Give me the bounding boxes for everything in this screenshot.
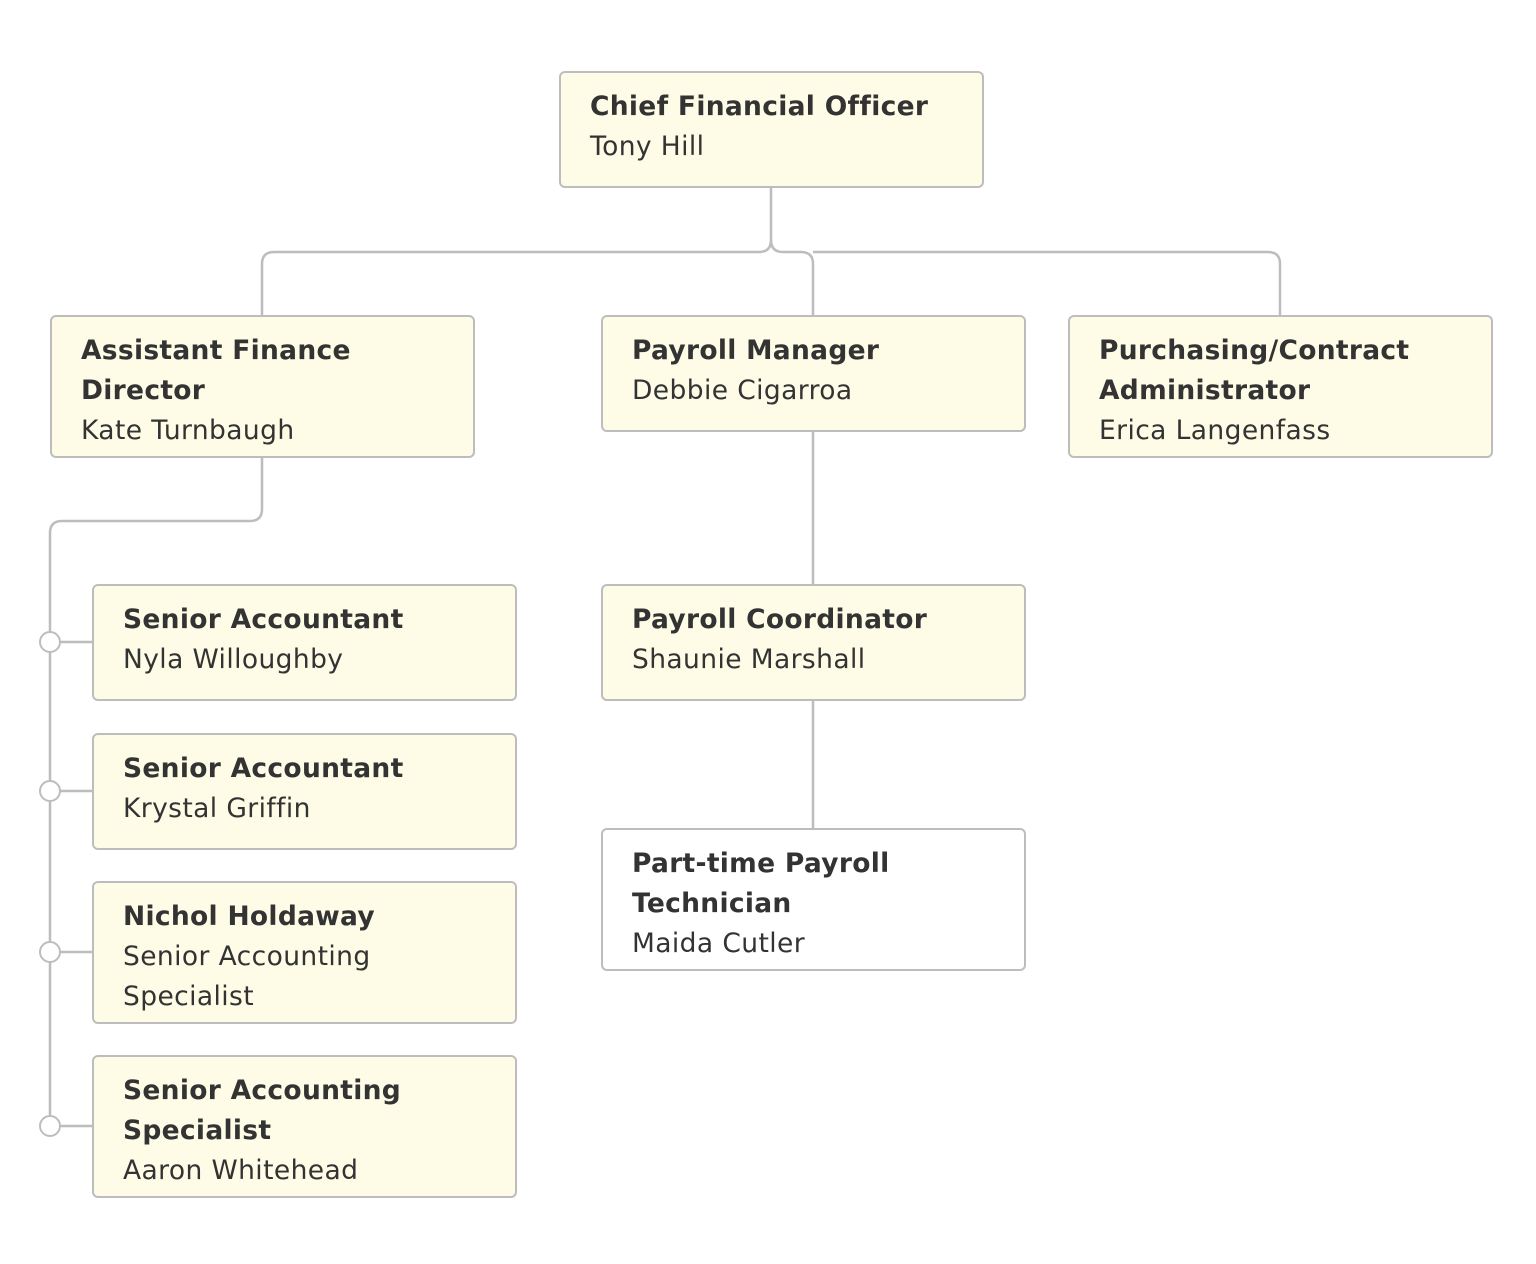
- connector-dot-nh: [39, 941, 61, 963]
- node-chief-financial-officer[interactable]: Chief Financial Officer Tony Hill: [559, 71, 984, 188]
- node-payroll-coordinator[interactable]: Payroll Coordinator Shaunie Marshall: [601, 584, 1026, 701]
- node-senior-accountant-1[interactable]: Senior Accountant Nyla Willoughby: [92, 584, 517, 701]
- connector-bus-to-purchasing: [813, 250, 1282, 315]
- node-title: Assistant Finance Director: [81, 335, 351, 406]
- connector-afd-to-reports: [48, 458, 264, 1126]
- node-payroll-manager[interactable]: Payroll Manager Debbie Cigarroa: [601, 315, 1026, 432]
- node-title: Nichol Holdaway: [123, 901, 375, 932]
- node-person: Shaunie Marshall: [632, 644, 866, 675]
- node-title: Payroll Manager: [632, 335, 880, 366]
- node-assistant-finance-director[interactable]: Assistant Finance Director Kate Turnbaug…: [50, 315, 475, 458]
- node-title: Senior Accountant: [123, 604, 404, 635]
- node-senior-accountant-2[interactable]: Senior Accountant Krystal Griffin: [92, 733, 517, 850]
- node-person: Nyla Willoughby: [123, 644, 344, 675]
- node-senior-accounting-specialist[interactable]: Senior Accounting Specialist Aaron White…: [92, 1055, 517, 1198]
- node-person: Kate Turnbaugh: [81, 415, 295, 446]
- node-title: Senior Accounting Specialist: [123, 1075, 402, 1146]
- node-person: Debbie Cigarroa: [632, 375, 853, 406]
- connector-dot-sa2: [39, 780, 61, 802]
- node-purchasing-contract-administrator[interactable]: Purchasing/Contract Administrator Erica …: [1068, 315, 1493, 458]
- node-title: Senior Accountant: [123, 753, 404, 784]
- node-person: Krystal Griffin: [123, 793, 311, 824]
- connector-dot-sa1: [39, 631, 61, 653]
- node-title: Part-time Payroll Technician: [632, 848, 890, 919]
- node-person: Erica Langenfass: [1099, 415, 1331, 446]
- connector-dot-sas: [39, 1115, 61, 1137]
- node-person: Aaron Whitehead: [123, 1155, 359, 1186]
- node-title: Payroll Coordinator: [632, 604, 928, 635]
- node-person: Maida Cutler: [632, 928, 805, 959]
- node-part-time-payroll-technician[interactable]: Part-time Payroll Technician Maida Cutle…: [601, 828, 1026, 971]
- node-title: Purchasing/Contract Administrator: [1099, 335, 1410, 406]
- node-title: Chief Financial Officer: [590, 91, 929, 122]
- connector-cfo-to-bus: [260, 188, 773, 315]
- connector-bus-to-payroll-manager: [769, 239, 815, 315]
- node-person: Tony Hill: [590, 131, 705, 162]
- node-nichol-holdaway[interactable]: Nichol Holdaway Senior Accounting Specia…: [92, 881, 517, 1024]
- node-person: Senior Accounting Specialist: [123, 941, 371, 1012]
